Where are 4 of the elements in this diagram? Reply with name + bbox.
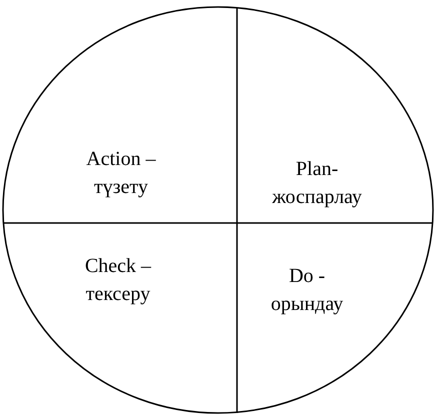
quadrant-label: Check – тексеру (68, 252, 168, 308)
quadrant-label: Do - орындау (262, 262, 352, 318)
quadrant-label: Plan- жоспарлау (258, 155, 376, 211)
quadrant-label: Action – түзету (65, 145, 177, 201)
